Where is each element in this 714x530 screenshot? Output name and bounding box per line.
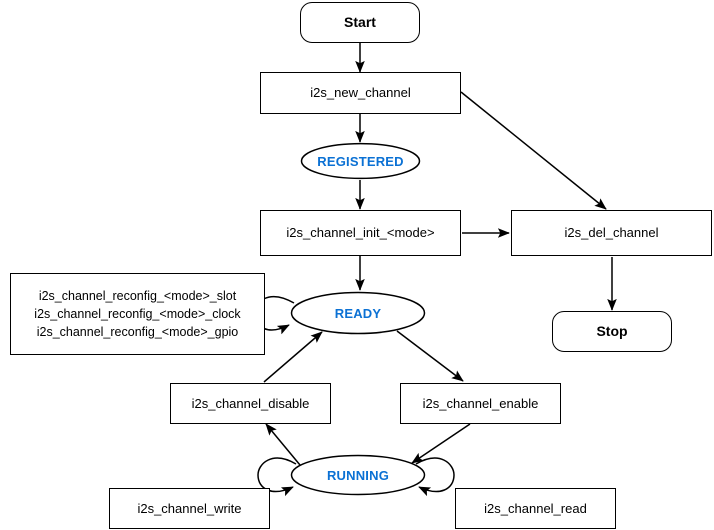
node-i2s-channel-enable-label: i2s_channel_enable [422, 395, 539, 411]
node-i2s-channel-enable[interactable]: i2s_channel_enable [400, 383, 561, 424]
node-i2s-channel-write[interactable]: i2s_channel_write [109, 488, 270, 529]
node-i2s-channel-disable[interactable]: i2s_channel_disable [170, 383, 331, 424]
node-start[interactable]: Start [300, 2, 420, 43]
node-state-registered[interactable]: REGISTERED [300, 142, 421, 180]
node-state-ready[interactable]: READY [290, 291, 426, 335]
edge-ready-to-channel-enable [396, 330, 464, 382]
node-i2s-channel-reconfig[interactable]: i2s_channel_reconfig_<mode>_slot i2s_cha… [10, 273, 265, 355]
node-state-running-label: RUNNING [326, 467, 390, 483]
node-i2s-del-channel[interactable]: i2s_del_channel [511, 210, 712, 256]
node-i2s-new-channel-label: i2s_new_channel [310, 85, 411, 101]
reconfig-line-clock: i2s_channel_reconfig_<mode>_clock [34, 306, 241, 321]
node-state-ready-label: READY [334, 305, 382, 321]
node-i2s-channel-disable-label: i2s_channel_disable [191, 395, 310, 411]
reconfig-line-slot: i2s_channel_reconfig_<mode>_slot [38, 288, 237, 303]
node-stop[interactable]: Stop [552, 311, 672, 352]
node-state-running[interactable]: RUNNING [290, 454, 426, 496]
node-i2s-channel-init-label: i2s_channel_init_<mode> [286, 225, 435, 241]
node-i2s-new-channel[interactable]: i2s_new_channel [260, 72, 461, 114]
node-state-registered-label: REGISTERED [317, 153, 404, 169]
edge-new-channel-to-del-channel [460, 91, 607, 210]
edge-channel-disable-to-ready [263, 331, 323, 383]
node-stop-label: Stop [596, 323, 628, 340]
node-i2s-channel-init[interactable]: i2s_channel_init_<mode> [260, 210, 461, 256]
node-i2s-channel-read-label: i2s_channel_read [484, 500, 587, 516]
node-i2s-channel-write-label: i2s_channel_write [137, 500, 242, 516]
node-start-label: Start [344, 14, 376, 31]
node-i2s-channel-read[interactable]: i2s_channel_read [455, 488, 616, 529]
node-i2s-del-channel-label: i2s_del_channel [564, 225, 659, 241]
reconfig-line-gpio: i2s_channel_reconfig_<mode>_gpio [36, 325, 239, 340]
registered-ellipse-shape [300, 142, 421, 180]
